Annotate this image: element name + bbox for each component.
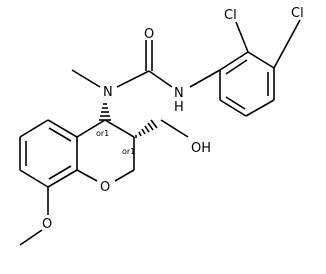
atom-cl-ortho: Cl	[224, 8, 237, 23]
atom-oh: OH	[191, 141, 211, 156]
atom-n-methyl: N	[103, 85, 113, 100]
atom-o-carbonyl: O	[144, 27, 154, 42]
stereo-label-c4: or1	[96, 129, 109, 138]
bond-nh-carbonyl	[148, 70, 173, 88]
bond-c4-cl	[273, 19, 301, 69]
bond-carbonyl-n	[116, 70, 150, 88]
bond-n-methyl	[71, 69, 101, 88]
bond-bz-inner-3	[48, 165, 72, 180]
bond-ch2-o	[160, 119, 189, 138]
bond-c4a-c5	[47, 119, 78, 138]
bond-c4-c3	[104, 119, 135, 138]
hashed-bond-c3-ch2	[135, 119, 158, 138]
atom-cl-para: Cl	[291, 6, 304, 21]
bond-o-methyl	[19, 229, 43, 246]
bond-c4a-c4	[76, 119, 106, 138]
stereo-label-c3: or1	[122, 147, 135, 156]
bond-ar-c5-c6	[219, 99, 247, 117]
dichlorophenyl-ring	[219, 51, 275, 117]
bond-c8-c8a	[47, 169, 78, 188]
bond-ring-nh	[189, 69, 221, 88]
bond-o1-c8a	[76, 169, 98, 182]
atom-n-amide: N	[174, 86, 184, 101]
bond-ar-c1-c2	[219, 51, 249, 71]
bond-c7-c8	[19, 169, 49, 188]
bond-ar-c2-c3	[247, 51, 275, 69]
bond-ar-inner-1	[225, 59, 248, 75]
bond-ar-c4-c5	[245, 99, 275, 117]
bond-c2-o1	[114, 169, 135, 182]
bond-c5-c6	[19, 119, 49, 138]
bond-c2-cl	[235, 21, 249, 53]
hashed-bond-n-c4	[99, 103, 111, 121]
atom-o-methoxy: O	[42, 217, 52, 232]
bond-ar-inner-3	[225, 96, 246, 110]
atom-h-amide: H	[174, 100, 184, 115]
atom-o-ring: O	[100, 180, 110, 195]
bond-bz-inner-1	[48, 127, 72, 142]
chroman-benzene-ring	[19, 119, 78, 188]
